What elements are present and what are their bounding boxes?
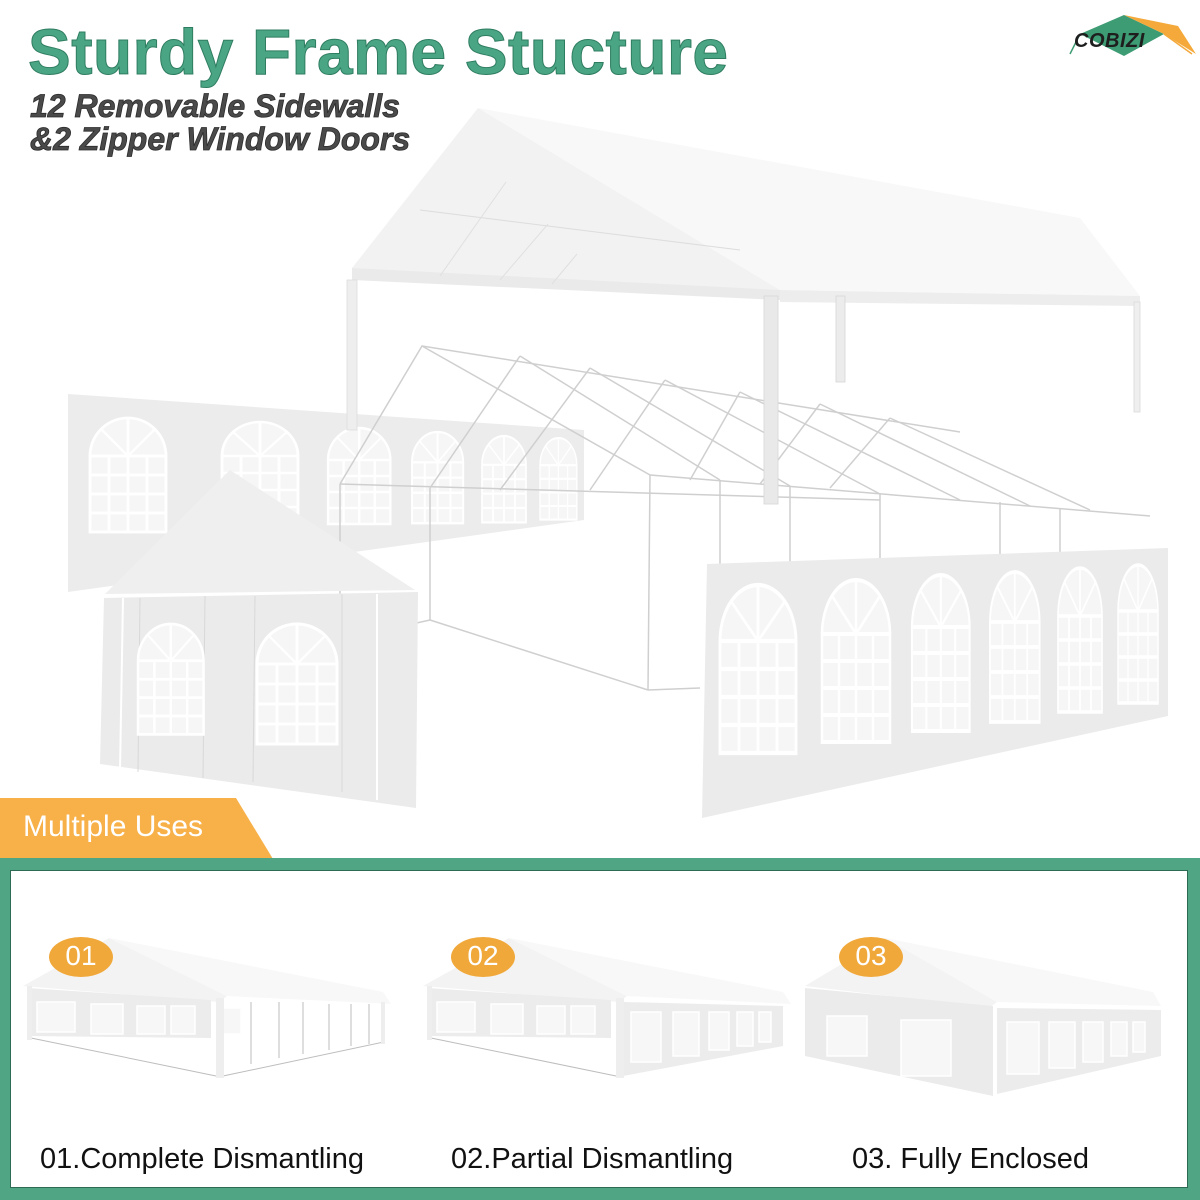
page-title: Sturdy Frame Stucture <box>27 16 729 88</box>
uses-panel: 01 01.Complete Dismantling <box>0 858 1200 1200</box>
step-badge-number: 03 <box>855 940 887 971</box>
uses-panel-inner: 01 01.Complete Dismantling <box>10 870 1188 1188</box>
tent-roof-only-image <box>23 938 391 1078</box>
step-badge-number: 02 <box>467 940 499 971</box>
logo-text: COBIZI <box>1074 30 1145 52</box>
section-tab <box>0 798 273 859</box>
subtitle-line-1: 12 Removable Sidewalls <box>30 88 401 124</box>
use-card-partial-dismantling: 02 02.Partial Dismantling <box>411 871 801 1191</box>
use-card-complete-dismantling: 01 01.Complete Dismantling <box>11 871 411 1191</box>
gable-end-wall <box>100 470 418 808</box>
subtitle: 12 Removable Sidewalls &2 Zipper Window … <box>30 88 411 157</box>
step-badge <box>451 937 515 977</box>
roof-canopy <box>346 108 1141 505</box>
long-sidewall-front <box>702 548 1168 818</box>
exploded-tent-illustration <box>68 108 1168 818</box>
tent-partial-walls-image <box>423 938 791 1078</box>
use-label: 01.Complete Dismantling <box>40 1143 364 1175</box>
step-badge-number: 01 <box>65 940 97 971</box>
tent-fully-enclosed-image <box>805 938 1161 1096</box>
use-label: 02.Partial Dismantling <box>451 1143 734 1175</box>
brand-logo: COBIZI <box>1060 12 1200 72</box>
step-badge <box>49 937 113 977</box>
use-card-fully-enclosed: 03 03. Fully Enclosed <box>801 871 1189 1191</box>
section-label: Multiple Uses <box>23 810 204 843</box>
use-label: 03. Fully Enclosed <box>852 1143 1089 1175</box>
subtitle-line-2: &2 Zipper Window Doors <box>30 121 411 157</box>
tent-roof-icon <box>1069 15 1196 56</box>
step-badge <box>839 937 903 977</box>
